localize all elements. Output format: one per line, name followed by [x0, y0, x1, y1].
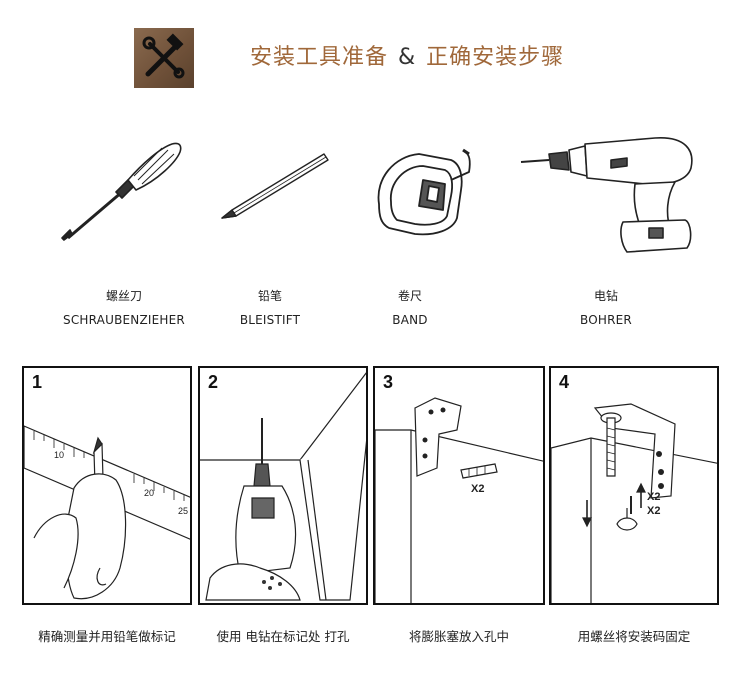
quantity-label: X2 [647, 505, 660, 517]
power-drill-icon [520, 137, 693, 253]
step-panel-4: 4 X2 X2 [549, 366, 719, 605]
ruler-mark: 10 [54, 450, 64, 460]
ruler-mark: 20 [144, 488, 154, 498]
tool-label-tape: 卷尺 BAND [330, 287, 490, 329]
tool-drill [515, 130, 705, 260]
drill-hole-illustration [200, 372, 366, 601]
tool-name-cn: 铅笔 [257, 289, 282, 303]
step-number: 1 [32, 372, 43, 392]
step-number: 2 [208, 372, 219, 392]
tool-label-drill: 电钻 BOHRER [526, 287, 686, 329]
tool-screwdriver [50, 130, 190, 250]
tool-label-pencil: 铅笔 BLEISTIFT [190, 287, 350, 329]
tool-name-de: BAND [392, 313, 428, 327]
tool-name-de: SCHRAUBENZIEHER [63, 313, 185, 327]
step-caption-1: 精确测量并用铅笔做标记 [38, 629, 176, 644]
tool-name-cn: 电钻 [593, 289, 618, 303]
step-caption-4: 用螺丝将安装码固定 [577, 629, 691, 644]
step-number: 3 [383, 372, 394, 392]
pencil-icon [221, 153, 329, 219]
tool-pencil [210, 130, 340, 250]
tool-tape-measure [365, 130, 485, 250]
tool-name-de: BOHRER [580, 313, 632, 327]
title-ampersand: & [398, 45, 417, 70]
tool-name-cn: 螺丝刀 [105, 289, 142, 303]
title-steps: 正确安装步骤 [426, 45, 565, 70]
quantity-label: X2 [647, 491, 660, 503]
step-panel-1: 1 10 20 25 [22, 366, 192, 605]
step-caption-2: 使用 电钻在标记处 打孔 [216, 629, 350, 644]
tape-measure-icon [377, 148, 471, 236]
tool-label-screwdriver: 螺丝刀 SCHRAUBENZIEHER [44, 287, 204, 329]
fix-bracket-illustration: X2 X2 [551, 403, 717, 603]
page-title: 安装工具准备&正确安装步骤 [250, 40, 564, 76]
hammer-wrench-icon [142, 33, 185, 79]
title-tools: 安装工具准备 [250, 45, 389, 70]
quantity-label: X2 [471, 483, 484, 495]
screwdriver-icon [61, 142, 182, 241]
insert-dowel-illustration: X2 [375, 397, 543, 603]
step-panel-2: 2 [198, 366, 368, 605]
tool-name-cn: 卷尺 [397, 289, 422, 303]
step-number: 4 [559, 372, 570, 392]
step-caption-3: 将膨胀塞放入孔中 [408, 629, 509, 644]
step-panel-3: 3 X2 [373, 366, 545, 605]
ruler-mark: 25 [178, 506, 188, 516]
header-badge [134, 28, 194, 88]
tool-name-de: BLEISTIFT [239, 313, 301, 327]
measure-mark-illustration: 10 20 25 [24, 425, 190, 600]
